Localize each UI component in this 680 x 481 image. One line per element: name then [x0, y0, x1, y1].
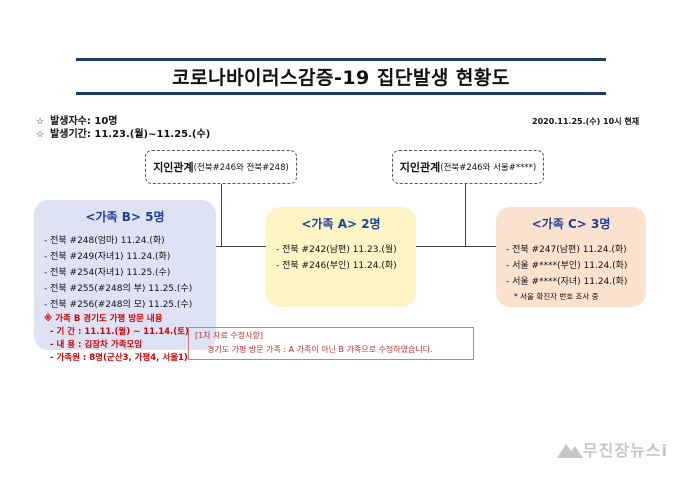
star-icon: ☆: [36, 130, 45, 140]
watermark: 무진장뉴스i: [556, 437, 668, 461]
relation-box-right: 지인관계(전북#246와 서울#****): [392, 150, 544, 184]
list-item: - 전북 #247(남편) 11.24.(화): [506, 245, 627, 255]
correction-header: [1차 자료 수정사항]: [195, 331, 263, 340]
correction-note: [1차 자료 수정사항] 경기도 가평 방문 가족 : A 가족이 아닌 B 가…: [188, 327, 474, 360]
list-item: - 전북 #249(자녀1) 11.24.(화): [44, 252, 171, 262]
family-c-title: <가족 C> 3명: [531, 217, 611, 231]
visit-row: - 내 용 : 김장차 가족모임: [50, 340, 143, 350]
visit-title: ※ 가족 B 경기도 가평 방문 내용: [44, 314, 163, 324]
list-item: - 전북 #246(부인) 11.24.(화): [276, 261, 397, 271]
family-a-box: <가족 A> 2명 - 전북 #242(남편) 11.23.(월) - 전북 #…: [266, 207, 416, 307]
visit-row: - 기 간 : 11.11.(월) ~ 11.14.(토): [50, 327, 189, 337]
page-title: 코로나바이러스감증-19 집단발생 현황도: [172, 67, 510, 89]
connector-line: [221, 184, 222, 246]
relation-detail: (전북#246와 서울#****): [440, 163, 537, 173]
list-item: - 서울 #****(자녀) 11.24.(화): [506, 277, 628, 287]
connector-line: [216, 246, 266, 247]
family-b-box: <가족 B> 5명 - 전북 #248(엄마) 11.24.(화) - 전북 #…: [34, 200, 216, 363]
connector-line: [465, 184, 466, 246]
cases-text: 발생자수: 10명: [50, 116, 118, 127]
list-item: - 전북 #248(엄마) 11.24.(화): [44, 236, 165, 246]
list-item: - 전북 #242(남편) 11.23.(월): [276, 245, 397, 255]
star-icon: ☆: [36, 117, 45, 127]
visit-row: - 가족원 : 8명(군산3, 가평4, 서울1): [50, 353, 188, 363]
family-a-title: <가족 A> 2명: [301, 217, 381, 231]
as-of-timestamp: 2020.11.25.(수) 10시 현재: [532, 117, 640, 126]
list-item: - 서울 #****(부인) 11.24.(화): [506, 261, 628, 271]
relation-detail: (전북#246와 전북#248): [193, 163, 289, 173]
family-c-note: * 서울 확진자 번호 조사 중: [514, 292, 599, 301]
summary-cases: ☆ 발생자수: 10명: [36, 112, 117, 127]
correction-body: 경기도 가평 방문 가족 : A 가족이 아닌 B 가족으로 수정하였습니다.: [207, 345, 433, 354]
relation-label: 지인관계: [399, 161, 441, 174]
relation-box-left: 지인관계(전북#246와 전북#248): [145, 150, 297, 184]
relation-label: 지인관계: [153, 161, 194, 174]
watermark-text: 무진장뉴스i: [582, 441, 668, 460]
list-item: - 전북 #255(#248의 부) 11.25.(수): [44, 284, 193, 294]
list-item: - 전북 #254(자녀1) 11.25.(수): [44, 268, 171, 278]
period-text: 발생기간: 11.23.(월)~11.25.(수): [50, 129, 211, 140]
list-item: - 전북 #256(#248의 모) 11.25.(수): [44, 300, 193, 310]
mountain-logo-icon: [556, 444, 583, 458]
connector-line: [416, 246, 496, 247]
title-bar: 코로나바이러스감증-19 집단발생 현황도: [76, 58, 606, 95]
family-b-title: <가족 B> 5명: [85, 210, 165, 224]
family-c-box: <가족 C> 3명 - 전북 #247(남편) 11.24.(화) - 서울 #…: [496, 207, 646, 307]
summary-period: ☆ 발생기간: 11.23.(월)~11.25.(수): [36, 125, 210, 140]
